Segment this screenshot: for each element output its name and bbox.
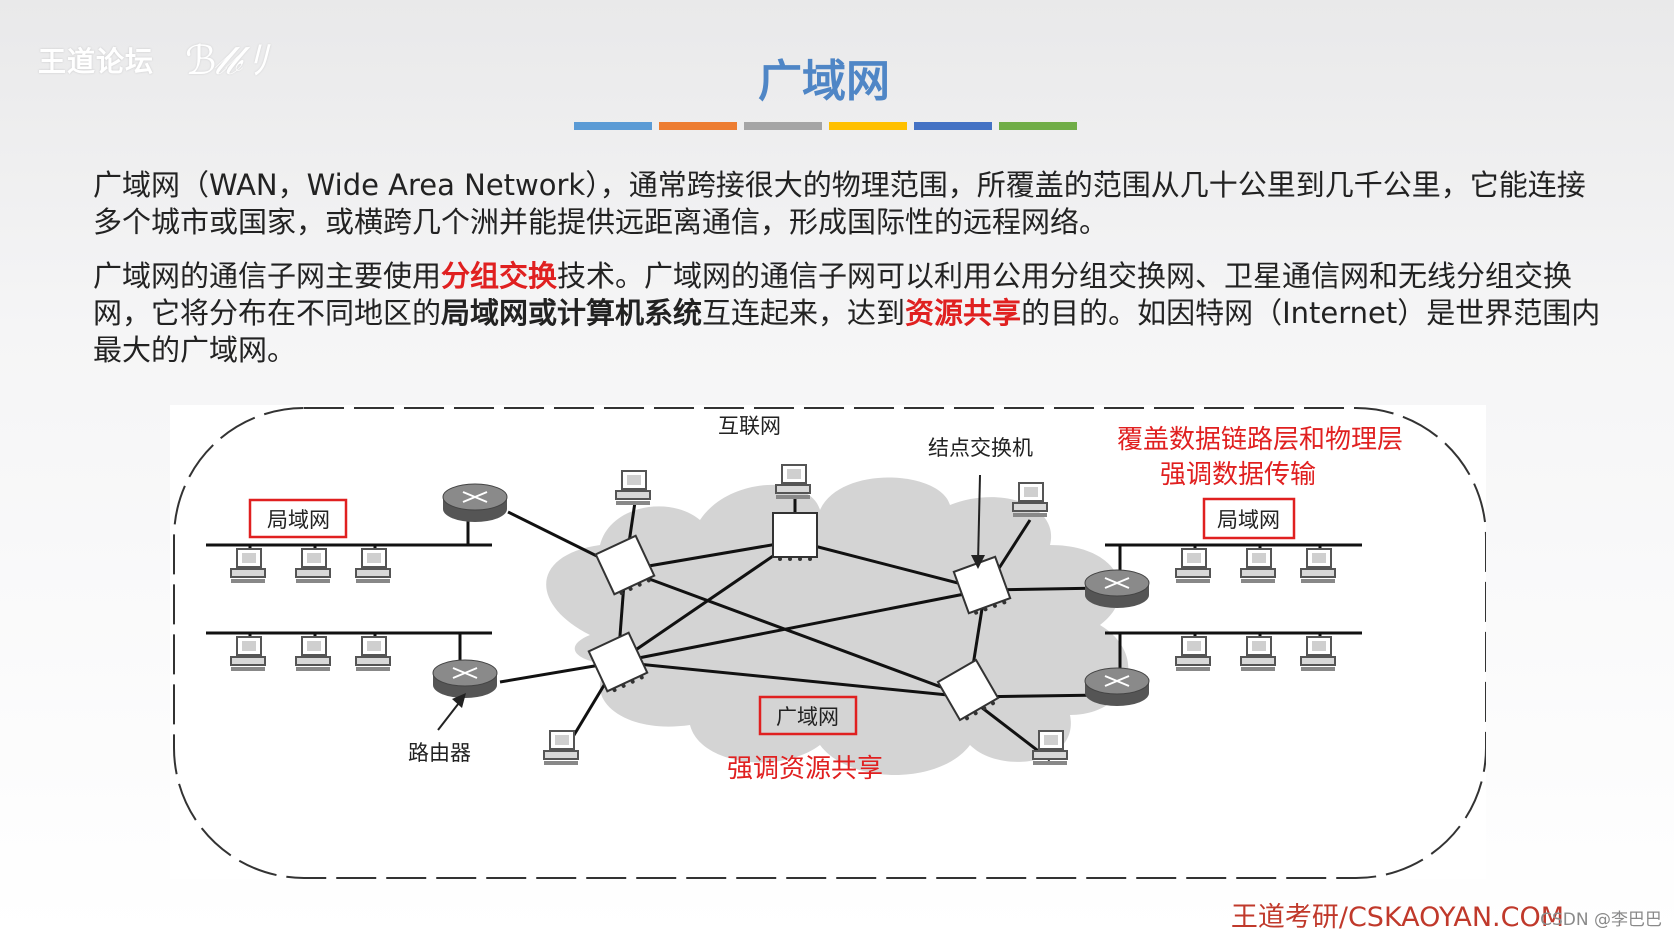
csdn-watermark: CSDN @李巴巴 bbox=[1540, 910, 1662, 930]
lan-host-computer bbox=[355, 636, 391, 672]
title-bar-4 bbox=[829, 122, 907, 130]
footer-brand: 王道考研/CSKAOYAN.COM bbox=[1230, 902, 1564, 933]
lan-host-computer bbox=[1300, 636, 1336, 672]
internet-boundary bbox=[173, 407, 1486, 879]
wan-host-computer bbox=[1032, 730, 1068, 766]
brand-logo-text: 王道论坛 bbox=[38, 45, 155, 78]
router-label: 路由器 bbox=[408, 741, 471, 765]
annotation-resource-sharing: 强调资源共享 bbox=[727, 754, 883, 784]
wan-host-computer bbox=[615, 470, 651, 506]
subnet-text-3: 互连起来，达到 bbox=[702, 296, 906, 330]
lan-label-box-left bbox=[248, 498, 348, 539]
title-bar-2 bbox=[659, 122, 737, 130]
lan-label-left: 局域网 bbox=[267, 508, 330, 532]
lan-label-box-right bbox=[1202, 497, 1296, 540]
subnet-paragraph: 广域网的通信子网主要使用分组交换技术。广域网的通信子网可以利用公用分组交换网、卫… bbox=[93, 258, 1613, 369]
definition-text: 广域网（WAN，Wide Area Network），通常跨接很大的物理范围，所… bbox=[93, 168, 1586, 239]
node-switch-label: 结点交换机 bbox=[928, 436, 1033, 460]
lan-host-computer bbox=[1240, 548, 1276, 584]
wan-label: 广域网 bbox=[776, 705, 839, 729]
wan-host-computer bbox=[1012, 482, 1048, 518]
title-bar-3 bbox=[744, 122, 822, 130]
lan-or-computer-highlight: 局域网或计算机系统 bbox=[441, 296, 703, 330]
router-icon bbox=[1084, 569, 1150, 609]
router-icon bbox=[432, 659, 498, 699]
title-bar-1 bbox=[574, 122, 652, 130]
lan-host-computer bbox=[355, 548, 391, 584]
lan-host-computer bbox=[1175, 548, 1211, 584]
switch-pointer-arrow bbox=[977, 474, 981, 564]
router-pointer-arrowhead bbox=[452, 693, 466, 708]
brand-signature: ℬ𝓁𝒷 ﾘ bbox=[185, 38, 268, 84]
subnet-text-4: 的目的。如因特网（Internet）是世界范围内最大的广域网。 bbox=[93, 296, 1601, 367]
wan-topology-svg: 互联网 结点交换机 路由器 局域网 局域网 广域网 覆盖数据链路层和物理层 强调… bbox=[173, 407, 1486, 879]
title-bar-6 bbox=[999, 122, 1077, 130]
router-icon bbox=[442, 483, 508, 523]
wan-host-computer bbox=[543, 730, 579, 766]
annotation-data-transfer: 强调数据传输 bbox=[1160, 460, 1316, 490]
slide-title: 广域网 bbox=[758, 56, 890, 107]
router-icon bbox=[1084, 667, 1150, 707]
resource-sharing-highlight: 资源共享 bbox=[905, 296, 1022, 330]
lan-host-computer bbox=[230, 636, 266, 672]
packet-switching-highlight: 分组交换 bbox=[441, 259, 558, 293]
title-bar-5 bbox=[914, 122, 992, 130]
internet-label: 互联网 bbox=[718, 414, 781, 438]
definition-paragraph: 广域网（WAN，Wide Area Network），通常跨接很大的物理范围，所… bbox=[93, 167, 1613, 241]
lan-host-computer bbox=[295, 548, 331, 584]
lan-label-right: 局域网 bbox=[1217, 508, 1280, 532]
node-switch-icon bbox=[772, 512, 818, 562]
subnet-text-2: 技术。广域网的通信子网可以利用公用分组交换网、卫星通信网和无线分组交换网，它将分… bbox=[93, 259, 1573, 330]
subnet-text-1: 广域网的通信子网主要使用 bbox=[93, 259, 442, 293]
lan-host-computer bbox=[1300, 548, 1336, 584]
annotation-layers: 覆盖数据链路层和物理层 bbox=[1117, 425, 1403, 455]
wan-label-box bbox=[758, 695, 858, 736]
lan-host-computer bbox=[295, 636, 331, 672]
wan-host-computer bbox=[775, 464, 811, 500]
wan-diagram: 互联网 结点交换机 路由器 局域网 局域网 广域网 覆盖数据链路层和物理层 强调… bbox=[170, 405, 1486, 879]
lan-host-computer bbox=[1240, 636, 1276, 672]
title-underline-bars bbox=[574, 122, 1077, 130]
switch-pointer-arrowhead bbox=[971, 555, 985, 569]
lan-host-computer bbox=[230, 548, 266, 584]
lan-host-computer bbox=[1175, 636, 1211, 672]
